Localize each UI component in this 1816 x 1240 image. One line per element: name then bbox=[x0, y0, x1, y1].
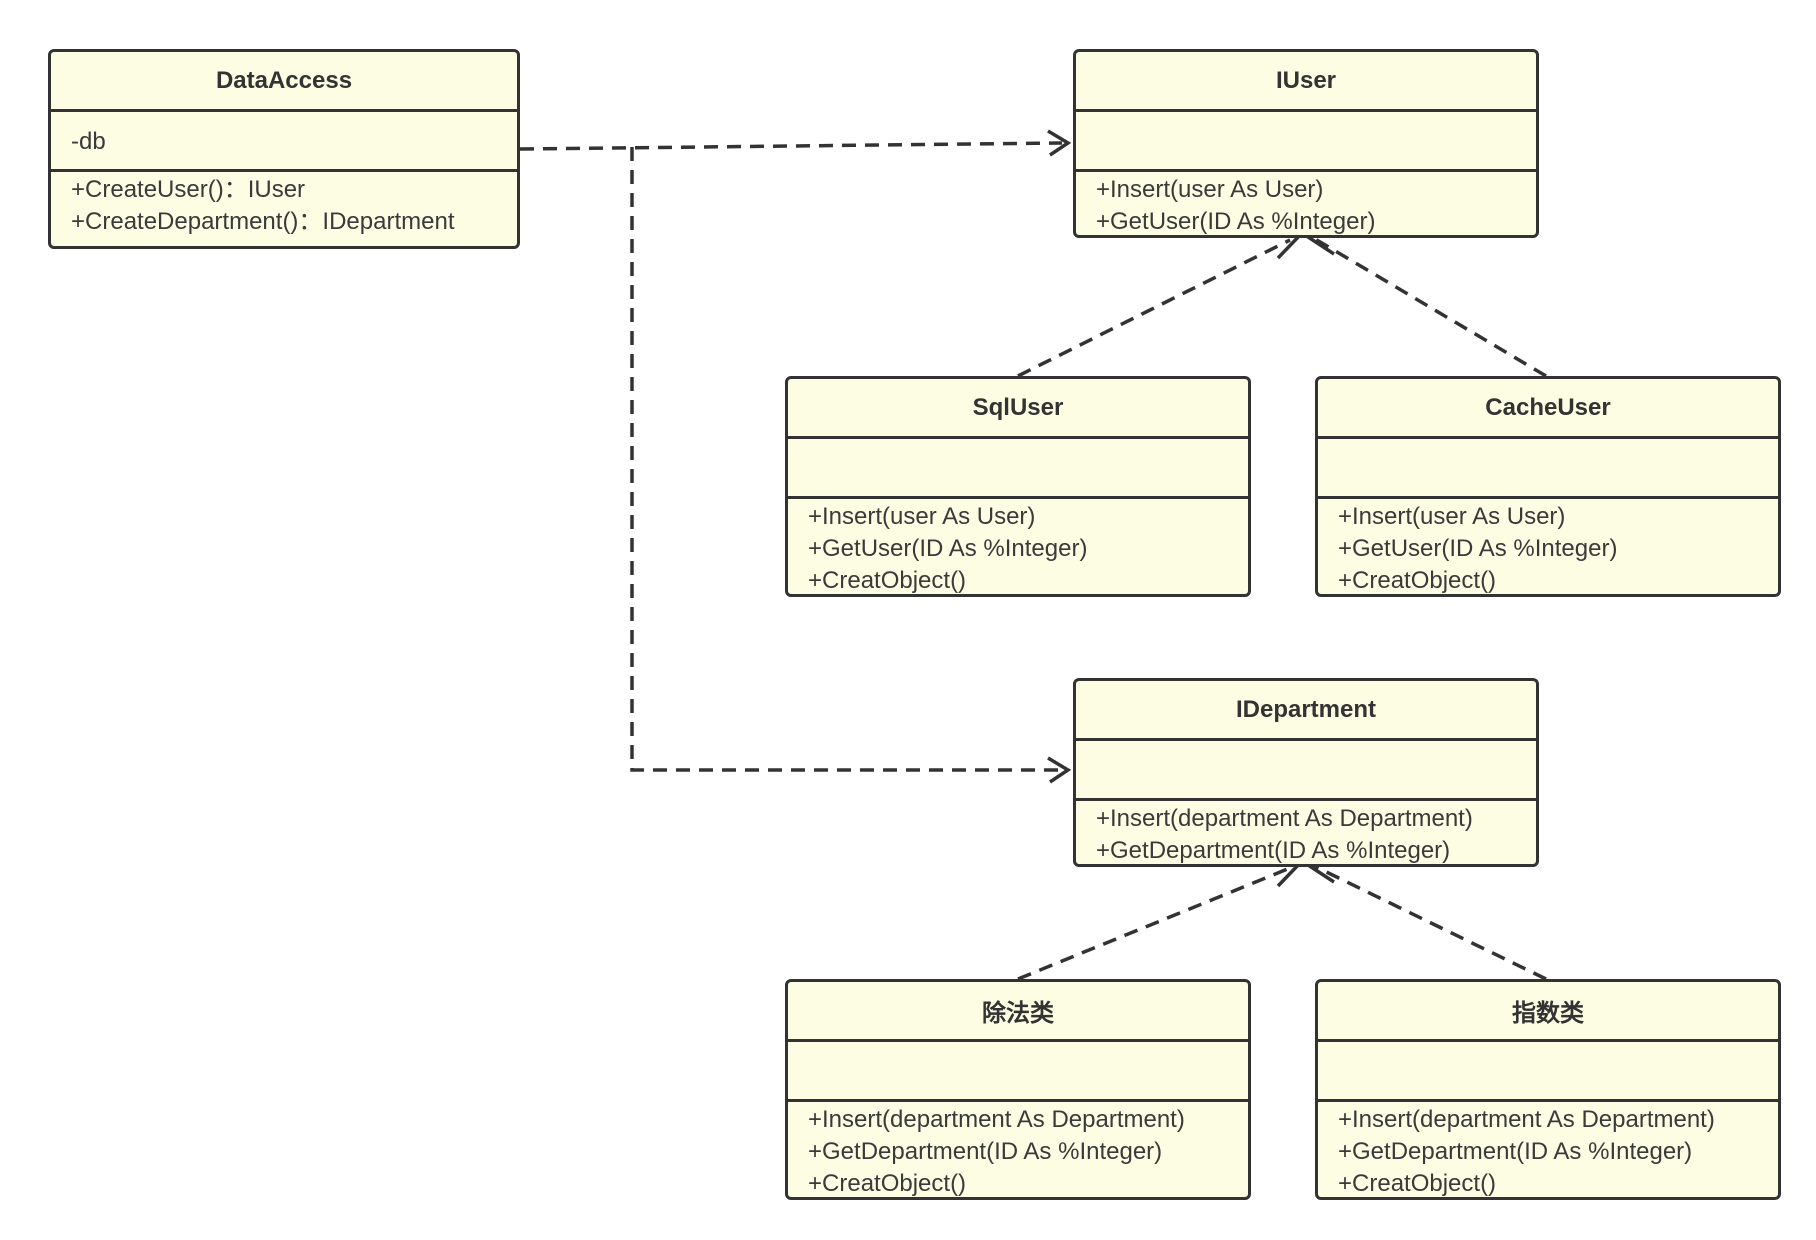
class-operations: +Insert(user As User) +GetUser(ID As %In… bbox=[1318, 499, 1778, 594]
class-attributes bbox=[1318, 439, 1778, 499]
class-attributes bbox=[788, 439, 1248, 499]
class-attributes bbox=[1076, 112, 1536, 172]
class-exponent[interactable]: 指数类 +Insert(department As Department) +G… bbox=[1315, 979, 1781, 1200]
class-operations: +Insert(department As Department) +GetDe… bbox=[1318, 1102, 1778, 1197]
class-idepartment[interactable]: IDepartment +Insert(department As Depart… bbox=[1073, 678, 1539, 867]
open-arrowhead-iuser bbox=[1047, 129, 1072, 157]
operation: +Insert(user As User) bbox=[1338, 503, 1566, 530]
operation: +GetUser(ID As %Integer) bbox=[808, 535, 1088, 562]
class-iuser[interactable]: IUser +Insert(user As User) +GetUser(ID … bbox=[1073, 49, 1539, 238]
class-attributes: -db bbox=[51, 112, 517, 172]
class-operations: +Insert(department As Department) +GetDe… bbox=[1076, 801, 1536, 864]
operation: +Insert(user As User) bbox=[808, 503, 1036, 530]
class-division[interactable]: 除法类 +Insert(department As Department) +G… bbox=[785, 979, 1251, 1200]
class-name: IDepartment bbox=[1076, 681, 1536, 741]
operation: +CreatObject() bbox=[808, 1170, 967, 1197]
operation: +CreatObject() bbox=[808, 567, 967, 594]
operation: +GetUser(ID As %Integer) bbox=[1096, 208, 1376, 235]
class-operations: +CreateUser()：IUser +CreateDepartment()：… bbox=[51, 172, 517, 238]
class-operations: +Insert(department As Department) +GetDe… bbox=[788, 1102, 1248, 1197]
operation: +GetDepartment(ID As %Integer) bbox=[808, 1138, 1163, 1165]
class-attributes bbox=[1076, 741, 1536, 801]
attribute: -db bbox=[71, 128, 106, 155]
operation: +GetDepartment(ID As %Integer) bbox=[1338, 1138, 1693, 1165]
operation: +Insert(department As Department) bbox=[1096, 805, 1473, 832]
realization-exponent-idepartment bbox=[1309, 862, 1547, 981]
dependency-dataaccess-iuser bbox=[519, 141, 1063, 151]
class-dataaccess[interactable]: DataAccess -db +CreateUser()：IUser +Crea… bbox=[48, 49, 520, 249]
class-attributes bbox=[1318, 1042, 1778, 1102]
class-cacheuser[interactable]: CacheUser +Insert(user As User) +GetUser… bbox=[1315, 376, 1781, 597]
realization-cacheuser-iuser bbox=[1309, 234, 1547, 378]
operation: +CreateUser()：IUser bbox=[71, 176, 306, 203]
class-attributes bbox=[788, 1042, 1248, 1102]
realization-division-idepartment bbox=[1017, 866, 1291, 981]
class-operations: +Insert(user As User) +GetUser(ID As %In… bbox=[1076, 172, 1536, 235]
class-name: 指数类 bbox=[1318, 982, 1778, 1042]
operation: +GetDepartment(ID As %Integer) bbox=[1096, 837, 1451, 864]
operation: +Insert(department As Department) bbox=[1338, 1106, 1715, 1133]
class-name: CacheUser bbox=[1318, 379, 1778, 439]
operation: +Insert(department As Department) bbox=[808, 1106, 1185, 1133]
class-operations: +Insert(user As User) +GetUser(ID As %In… bbox=[788, 499, 1248, 594]
class-name: DataAccess bbox=[51, 52, 517, 112]
open-arrowhead-idepartment bbox=[1047, 756, 1072, 784]
class-name: IUser bbox=[1076, 52, 1536, 112]
operation: +CreatObject() bbox=[1338, 1170, 1497, 1197]
realization-sqluser-iuser bbox=[1017, 238, 1291, 378]
class-name: SqlUser bbox=[788, 379, 1248, 439]
class-name: 除法类 bbox=[788, 982, 1248, 1042]
class-sqluser[interactable]: SqlUser +Insert(user As User) +GetUser(I… bbox=[785, 376, 1251, 597]
operation: +CreatObject() bbox=[1338, 567, 1497, 594]
operation: +Insert(user As User) bbox=[1096, 176, 1324, 203]
dependency-dataaccess-idepartment bbox=[630, 147, 1062, 772]
operation: +CreateDepartment()：IDepartment bbox=[71, 208, 455, 235]
operation: +GetUser(ID As %Integer) bbox=[1338, 535, 1618, 562]
